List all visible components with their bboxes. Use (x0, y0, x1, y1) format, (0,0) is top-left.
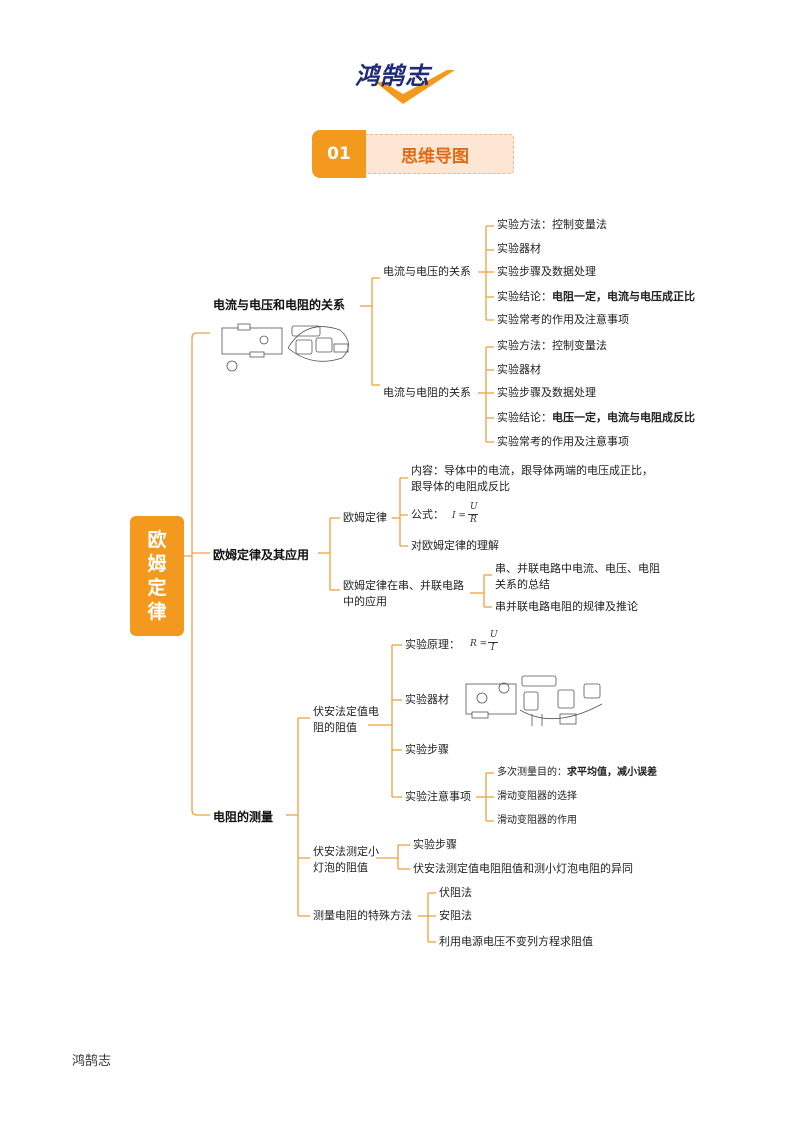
b1-s1-item4: 实验结论：电阻一定，电流与电压成正比 (497, 290, 695, 303)
b3-sub3-label: 测量电阻的特殊方法 (313, 909, 412, 922)
b1-sub1-label: 电流与电压的关系 (383, 265, 471, 278)
b3-sub1-label-1: 伏安法定值电 (313, 705, 379, 718)
b3-s3-item3: 利用电源电压不变列方程求阻值 (439, 935, 593, 948)
b3-s2-item2: 伏安法测定值电阻阻值和测小灯泡电阻的异同 (413, 862, 633, 875)
footer-text: 鸿鹄志 (72, 1054, 112, 1069)
b3-sub2-label-1: 伏安法测定小 (313, 845, 379, 858)
branch1-title: 电流与电压和电阻的关系 (213, 298, 346, 312)
b1-s2-item3: 实验步骤及数据处理 (497, 386, 596, 399)
b1-s1-item5: 实验常考的作用及注意事项 (497, 313, 629, 326)
b3-s1-notes-item2: 滑动变阻器的选择 (497, 791, 577, 802)
b1-s2-item1: 实验方法：控制变量法 (497, 339, 607, 352)
b1-s1-item2: 实验器材 (497, 242, 541, 255)
b3-s1-notes-item3: 滑动变阻器的作用 (497, 815, 577, 826)
b1-sub2-label: 电流与电阻的关系 (383, 386, 471, 399)
b2-sub1-label: 欧姆定律 (343, 511, 387, 524)
b2-s1-content-1: 内容：导体中的电流，跟导体两端的电压成正比， (411, 464, 653, 477)
b3-s1-steps: 实验步骤 (405, 743, 449, 756)
b3-s1-principle-label: 实验原理： (405, 638, 460, 651)
b2-s2-item1-1: 串、并联电路中电流、电压、电阻 (495, 562, 660, 575)
b3-s1-equipment: 实验器材 (405, 693, 449, 706)
b3-sub1-label-2: 阻的阻值 (313, 721, 357, 734)
root-label-char: 定 (147, 577, 167, 599)
root-label-char: 姆 (147, 553, 167, 575)
b2-s1-formula-label: 公式： (411, 508, 444, 521)
b3-s1-notes-label: 实验注意事项 (405, 790, 471, 803)
section-title: 思维导图 (356, 134, 514, 174)
b2-s1-content-2: 跟导体的电阻成反比 (411, 480, 510, 493)
root-node: 欧姆定律 (130, 516, 184, 636)
b3-s3-item1: 伏阻法 (439, 886, 472, 899)
branch3-title: 电阻的测量 (213, 810, 274, 824)
b1-s2-item2: 实验器材 (497, 363, 541, 376)
b1-s1-item1: 实验方法：控制变量法 (497, 218, 607, 231)
b2-sub2-label-2: 中的应用 (343, 595, 387, 608)
b2-s1-understanding: 对欧姆定律的理解 (411, 539, 499, 552)
logo-text: 鸿鹄志 (355, 62, 430, 90)
logo-check-icon (375, 70, 455, 104)
circuit-diagram-icon (221, 323, 349, 372)
root-label-char: 律 (147, 601, 167, 623)
measurement-apparatus-icon (465, 675, 603, 726)
b1-s2-item5: 实验常考的作用及注意事项 (497, 435, 629, 448)
b3-s1-notes-item1: 多次测量目的：求平均值，减小误差 (497, 767, 657, 778)
section-badge: 思维导图 01 (312, 130, 514, 178)
b2-s2-item1-2: 关系的总结 (495, 578, 550, 591)
b1-s1-item3: 实验步骤及数据处理 (497, 265, 596, 278)
b3-sub2-label-2: 灯泡的阻值 (313, 861, 368, 874)
root-label-char: 欧 (147, 529, 167, 551)
branch2-title: 欧姆定律及其应用 (213, 548, 310, 562)
root-label: 欧姆定律 (130, 528, 184, 624)
b2-sub2-label-1: 欧姆定律在串、并联电路 (343, 579, 464, 592)
brand-logo: 鸿鹄志 (355, 52, 465, 108)
b2-s2-item2: 串并联电路电阻的规律及推论 (495, 600, 638, 613)
section-number: 01 (312, 130, 366, 178)
b3-s2-item1: 实验步骤 (413, 838, 457, 851)
b1-s2-item4: 实验结论：电压一定，电流与电阻成反比 (497, 411, 695, 424)
b3-s3-item2: 安阻法 (439, 909, 472, 922)
